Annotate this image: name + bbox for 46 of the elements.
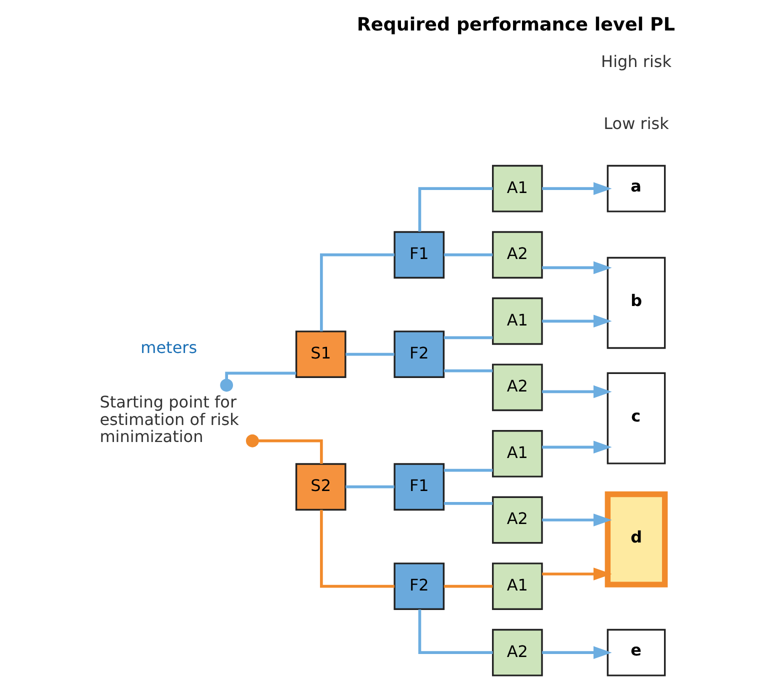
node-box: A1 <box>492 430 543 478</box>
node-box: d <box>604 491 668 588</box>
arrow <box>542 440 612 454</box>
label: High risk <box>601 52 672 72</box>
node-box: a <box>606 164 666 212</box>
arrow <box>542 514 612 526</box>
node-box: A2 <box>492 364 543 412</box>
connector <box>444 584 493 588</box>
connector <box>320 510 394 588</box>
connector <box>444 502 493 505</box>
node-box: F1 <box>394 463 445 511</box>
node-box: A1 <box>492 164 543 212</box>
connector <box>418 187 493 232</box>
node-box: A1 <box>492 297 543 345</box>
connector <box>246 434 323 464</box>
node-box: A2 <box>492 231 543 279</box>
node-box: A2 <box>492 628 543 676</box>
node-text: Starting point for estimation of risk minimization <box>100 392 239 446</box>
arrow <box>542 182 612 195</box>
node-box: A1 <box>492 562 543 610</box>
label: meters <box>140 338 198 357</box>
node-box: F2 <box>394 562 445 610</box>
node-box: S2 <box>295 463 346 511</box>
connector <box>346 352 394 356</box>
connector <box>418 609 493 654</box>
connector <box>444 253 493 256</box>
node-box: F1 <box>394 231 445 279</box>
connector <box>220 372 296 392</box>
arrow <box>542 568 612 580</box>
node-box: e <box>606 628 666 676</box>
node-box: c <box>606 372 666 464</box>
arrow <box>542 385 612 398</box>
arrow <box>542 314 612 328</box>
node-box: A2 <box>492 496 543 544</box>
node-box: F2 <box>394 330 445 378</box>
node-box: S1 <box>295 330 346 378</box>
arrow <box>542 261 612 274</box>
connector <box>444 336 493 340</box>
arrow <box>542 646 612 659</box>
node-box: b <box>606 256 666 349</box>
connector <box>444 468 493 472</box>
connector <box>346 485 394 488</box>
connector <box>444 369 493 372</box>
diagram-title: Required performance level PL <box>356 14 675 36</box>
label: Low risk <box>604 114 669 133</box>
connector <box>320 253 394 332</box>
